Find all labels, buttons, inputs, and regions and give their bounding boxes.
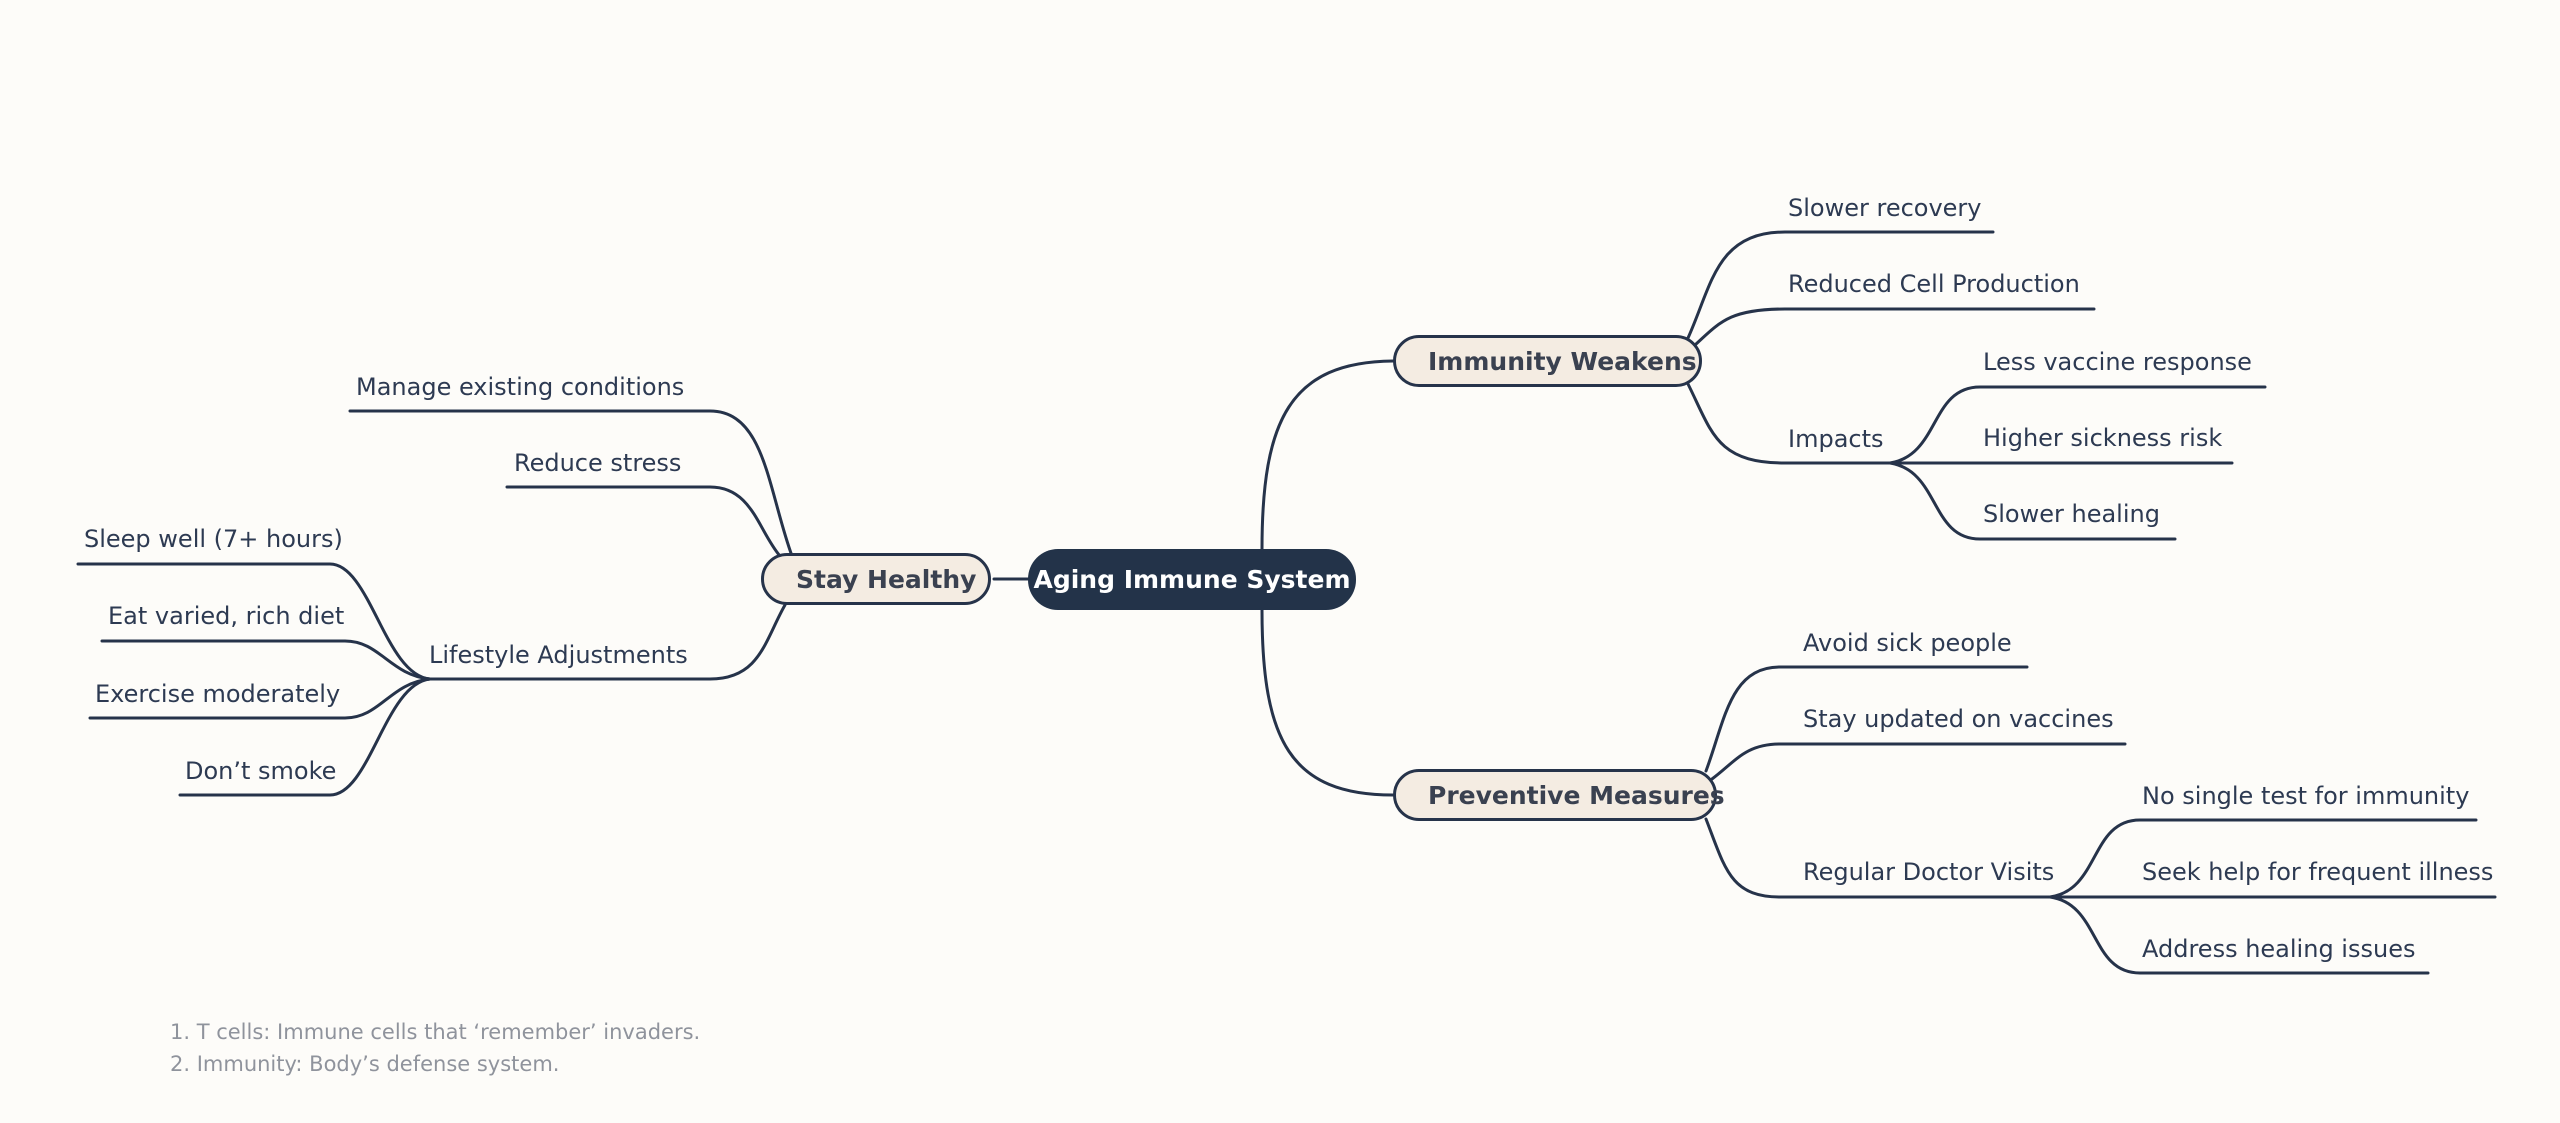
connector-exercise-moderately [88,677,432,720]
footnote-item: 1. T cells: Immune cells that ‘remember’… [170,1020,701,1044]
node-reduce-stress[interactable]: Reduce stress [514,449,682,477]
connector-slower-recovery [1686,230,1995,340]
node-exercise-moderately[interactable]: Exercise moderately [95,680,341,708]
node-avoid-sick-people[interactable]: Avoid sick people [1803,629,2012,657]
node-slower-healing[interactable]: Slower healing [1983,500,2160,528]
node-impacts[interactable]: Impacts [1788,425,1884,453]
connector-dont-smoke [178,677,432,797]
root-node-label: Aging Immune System [1033,565,1351,594]
root-node[interactable]: Aging Immune System [1028,549,1356,610]
node-no-single-test[interactable]: No single test for immunity [2142,782,2470,810]
connector-eat-varied-diet [100,639,432,681]
connector-address-healing-issues [2048,895,2430,975]
connector-regular-doctor-visits [1704,817,2052,899]
branch-stay-healthy-label: Stay Healthy [796,564,977,594]
node-stay-updated-vaccines[interactable]: Stay updated on vaccines [1803,705,2114,733]
node-seek-help-illness[interactable]: Seek help for frequent illness [2142,858,2494,886]
node-address-healing-issues[interactable]: Address healing issues [2142,935,2416,963]
branch-stay-healthy[interactable]: Stay Healthy [761,553,991,605]
connector-stay-updated-vaccines [1710,742,2127,781]
connector-manage-existing-conditions [348,409,794,558]
node-higher-sickness-risk[interactable]: Higher sickness risk [1983,424,2223,452]
branch-preventive-measures-label: Preventive Measures [1428,780,1725,810]
connector-sleep-well [76,562,432,681]
branch-preventive-measures[interactable]: Preventive Measures [1393,769,1725,821]
node-sleep-well[interactable]: Sleep well (7+ hours) [84,525,343,553]
connector-lifestyle-adjustments [428,603,787,681]
node-regular-doctor-visits[interactable]: Regular Doctor Visits [1803,858,2055,886]
footnotes: 1. T cells: Immune cells that ‘remember’… [170,1016,700,1080]
node-dont-smoke[interactable]: Don’t smoke [185,757,337,785]
node-manage-existing-conditions[interactable]: Manage existing conditions [356,373,685,401]
connector-impacts [1686,382,1892,465]
node-slower-recovery[interactable]: Slower recovery [1788,194,1982,222]
node-reduced-cell-production[interactable]: Reduced Cell Production [1788,270,2080,298]
branch-immunity-weakens-label: Immunity Weakens [1428,346,1697,376]
node-lifestyle-adjustments[interactable]: Lifestyle Adjustments [429,641,688,669]
connector-root-immunity-weakens [1260,359,1395,551]
branch-immunity-weakens[interactable]: Immunity Weakens [1393,335,1702,387]
footnote-item: 2. Immunity: Body’s defense system. [170,1052,560,1076]
connector-reduced-cell-production [1693,307,2096,347]
connector-avoid-sick-people [1704,665,2029,773]
connector-slower-healing [1888,461,2177,541]
node-less-vaccine-response[interactable]: Less vaccine response [1983,348,2252,376]
connector-no-single-test [2048,818,2478,899]
connector-root-preventive-measures [1260,608,1395,797]
connector-less-vaccine-response [1888,385,2267,465]
node-eat-varied-diet[interactable]: Eat varied, rich diet [108,602,345,630]
connector-reduce-stress [505,485,782,558]
